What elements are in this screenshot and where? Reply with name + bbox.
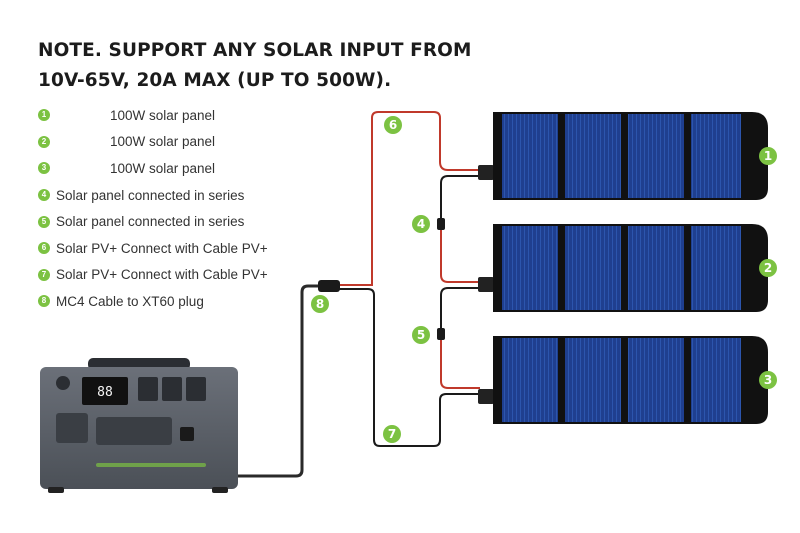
legend-item: 8 MC4 Cable to XT60 plug: [38, 288, 268, 315]
callout-mc4-xt60-8: 8: [311, 295, 329, 313]
number-badge-icon: 4: [38, 189, 50, 202]
panel3-junction-box: [478, 389, 494, 404]
series-connector-4: [437, 218, 445, 230]
ac-outlet-icon: [186, 377, 206, 401]
callout-series-4: 4: [412, 215, 430, 233]
legend-item: 3 100W solar panel: [38, 155, 268, 182]
legend-item-label: 100W solar panel: [110, 134, 216, 150]
panel1-junction-box: [478, 165, 494, 180]
panel2-junction-box: [478, 277, 494, 292]
panel-cell: [691, 338, 741, 422]
usb-port-panel: [96, 417, 172, 445]
series-cable-4-black: [440, 175, 480, 220]
legend-item: 1 100W solar panel: [38, 102, 268, 129]
callout-pv-red-6: 6: [384, 116, 402, 134]
callout-label: 5: [417, 328, 425, 342]
number-badge-icon: 6: [38, 242, 50, 255]
ac-outlet-icon: [162, 377, 182, 401]
legend-item: 7 Solar PV+ Connect with Cable PV+: [38, 262, 268, 289]
panel-cell: [691, 114, 741, 198]
legend-item-label: 100W solar panel: [110, 107, 216, 123]
number-badge-icon: 8: [38, 295, 50, 308]
callout-series-5: 5: [412, 326, 430, 344]
panel-cell: [628, 114, 684, 198]
panel-cell: [565, 338, 621, 422]
panel-cell: [628, 338, 684, 422]
series-cable-4-red: [440, 228, 480, 283]
dc-port-panel: [56, 413, 88, 443]
legend-item-label: Solar PV+ Connect with Cable PV+: [56, 240, 268, 256]
note-title-line-2: 10V-65V, 20A MAX (UP TO 500W).: [38, 70, 392, 91]
callout-label: 4: [417, 217, 425, 231]
series-cable-5-red: [440, 338, 480, 389]
panel-cell: [565, 114, 621, 198]
power-station-foot: [212, 487, 228, 493]
legend-item: 4 Solar panel connected in series: [38, 182, 268, 209]
power-station: 88: [40, 358, 238, 493]
display-screen: [82, 377, 128, 405]
red-pv-cable: [338, 111, 480, 286]
power-station-foot: [48, 487, 64, 493]
callout-pv-black-7: 7: [383, 425, 401, 443]
legend-item-label: Solar panel connected in series: [56, 187, 245, 203]
number-badge-icon: 3: [38, 162, 50, 175]
power-button-icon: [56, 376, 70, 390]
note-title: NOTE. SUPPORT ANY SOLAR INPUT FROM 10V-6…: [38, 36, 478, 96]
panel-cell: [502, 338, 558, 422]
legend-item-label: 100W solar panel: [110, 160, 216, 176]
panel-number-label: 2: [764, 261, 772, 275]
solar-panel-2: [493, 224, 768, 312]
mc4-connector: [318, 280, 340, 292]
legend-item-label: Solar panel connected in series: [56, 214, 245, 230]
black-pv-cable: [338, 288, 480, 447]
xt60-input-port: [180, 427, 194, 441]
legend-item-label: MC4 Cable to XT60 plug: [56, 293, 204, 309]
solar-panel-1: [493, 112, 768, 200]
number-badge-icon: 5: [38, 215, 50, 228]
callout-label: 6: [389, 118, 397, 132]
legend-item: 2 100W solar panel: [38, 129, 268, 156]
series-cable-5-black: [440, 287, 480, 330]
solar-panel-3: [493, 336, 768, 424]
display-value: 88: [97, 385, 113, 400]
panel-cell: [502, 114, 558, 198]
panel-cell: [628, 226, 684, 310]
panel-number-label: 1: [764, 149, 772, 163]
panel-cell: [691, 226, 741, 310]
callout-label: 7: [388, 427, 396, 441]
panel-cell: [502, 226, 558, 310]
legend-item: 6 Solar PV+ Connect with Cable PV+: [38, 235, 268, 262]
panel-number-badge-3: 3: [759, 371, 777, 389]
legend-item: 5 Solar panel connected in series: [38, 208, 268, 235]
indicator-strip: [96, 463, 206, 467]
panel-number-badge-2: 2: [759, 259, 777, 277]
number-badge-icon: 1: [38, 109, 50, 122]
series-connector-5: [437, 328, 445, 340]
legend-item-label: Solar PV+ Connect with Cable PV+: [56, 267, 268, 283]
note-title-line-1: NOTE. SUPPORT ANY SOLAR INPUT FROM: [38, 40, 472, 61]
panel-cell: [565, 226, 621, 310]
panel-number-badge-1: 1: [759, 147, 777, 165]
legend-list: 1 100W solar panel 2 100W solar panel 3 100…: [38, 102, 268, 315]
ac-outlet-icon: [138, 377, 158, 401]
number-badge-icon: 7: [38, 268, 50, 281]
number-badge-icon: 2: [38, 135, 50, 148]
callout-label: 8: [316, 297, 324, 311]
panel-number-label: 3: [764, 373, 772, 387]
